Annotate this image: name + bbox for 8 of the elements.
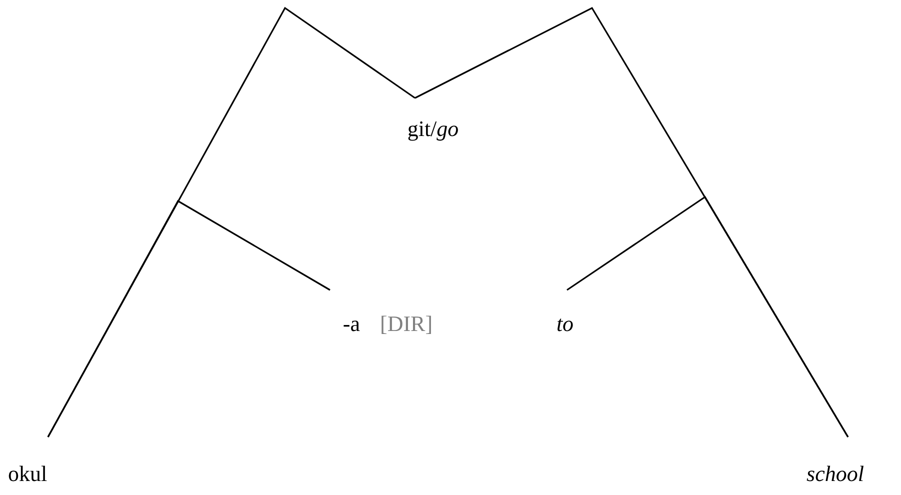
grammar-tag: [DIR]: [380, 313, 433, 335]
word: git/go: [407, 118, 459, 140]
word: school: [806, 463, 864, 485]
word: okul: [8, 463, 48, 485]
word: to: [556, 313, 574, 335]
tree-branch-line: [47, 200, 330, 438]
tree-branch-line: [566, 196, 849, 438]
word: -a: [342, 313, 360, 335]
